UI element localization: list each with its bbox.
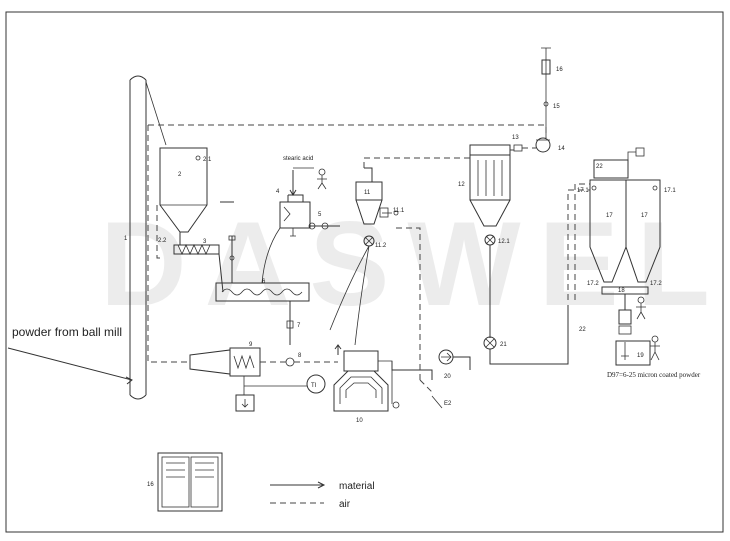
material-lines bbox=[179, 201, 569, 380]
tag-16: 16 bbox=[147, 482, 154, 488]
legend-air-label: air bbox=[339, 499, 351, 510]
tag-17b: 17 bbox=[641, 213, 648, 219]
input-arrow bbox=[7, 347, 133, 385]
coating-tank: 4 stearic acid bbox=[276, 156, 327, 237]
tag-5: 5 bbox=[318, 212, 322, 218]
legend: material air bbox=[270, 481, 375, 510]
screw-feeder: 3 bbox=[173, 239, 224, 293]
classifier-mill: 10 bbox=[333, 344, 400, 424]
tag-15: 15 bbox=[553, 104, 560, 110]
blower-20: 20 E2 bbox=[431, 349, 454, 409]
metering-pump: 5 bbox=[308, 212, 340, 230]
tag-12: 12 bbox=[458, 182, 465, 188]
air-lines: 22 bbox=[147, 124, 590, 393]
tag-1: 1 bbox=[124, 236, 128, 242]
tag-19: 19 bbox=[637, 353, 644, 359]
screw-conveyor: 6 bbox=[215, 227, 310, 302]
tag-17a: 17 bbox=[606, 213, 613, 219]
tag-18: 18 bbox=[618, 288, 625, 294]
control-cabinet: 16 bbox=[147, 452, 223, 512]
stearic-acid-label: stearic acid bbox=[283, 156, 313, 162]
watermark: DASWELL bbox=[100, 197, 730, 331]
tag-22: 22 bbox=[596, 164, 603, 170]
tag-11-2: 11.2 bbox=[375, 243, 387, 249]
tag-6: 6 bbox=[262, 279, 266, 285]
tag-11: 11 bbox=[364, 190, 371, 196]
tag-3: 3 bbox=[203, 239, 207, 245]
tag-16-stack: 16 bbox=[556, 67, 563, 73]
tag-21: 21 bbox=[500, 342, 507, 348]
tag-8: 8 bbox=[298, 353, 302, 359]
tag-11-1: 11.1 bbox=[393, 208, 405, 214]
level-indicator bbox=[228, 235, 236, 283]
tag-17-2a: 17.2 bbox=[587, 281, 599, 287]
tag-17-1a: 17.1 bbox=[577, 188, 589, 194]
cyclone-11: 11 11.2 11.1 bbox=[329, 167, 405, 346]
input-note: powder from ball mill bbox=[12, 325, 122, 339]
tag-2-1: 2.1 bbox=[203, 157, 212, 163]
tag-17-2b: 17.2 bbox=[650, 281, 662, 287]
tag-4: 4 bbox=[276, 189, 280, 195]
bucket-elevator: 1 bbox=[124, 75, 167, 400]
product-silos: 17 17 17.1 17.1 17.2 17.2 18 22 bbox=[577, 147, 676, 295]
tag-20: 20 bbox=[444, 374, 451, 380]
exhaust-fan: 13 14 15 16 bbox=[512, 47, 565, 153]
legend-material-label: material bbox=[339, 481, 375, 492]
packing-machine: 19 bbox=[615, 294, 660, 366]
silo-2: 2 2.1 2.2 bbox=[158, 147, 212, 244]
tag-13: 13 bbox=[512, 135, 519, 141]
tag-air-22: 22 bbox=[579, 327, 586, 333]
tag-e2: E2 bbox=[444, 401, 452, 407]
output-note: D97=6-25 micron coated powder bbox=[607, 371, 701, 379]
temperature-indicator: TI bbox=[235, 374, 326, 412]
tag-2-2: 2.2 bbox=[158, 238, 167, 244]
tag-10: 10 bbox=[356, 418, 363, 424]
tag-17-1b: 17.1 bbox=[664, 188, 676, 194]
ti-label: TI bbox=[311, 383, 317, 389]
bag-filter-12: 12 12.1 bbox=[458, 144, 511, 246]
tag-12-1: 12.1 bbox=[498, 239, 510, 245]
tag-14: 14 bbox=[558, 146, 565, 152]
tag-7: 7 bbox=[297, 323, 301, 329]
tag-2: 2 bbox=[178, 172, 182, 178]
air-heater: 9 bbox=[189, 342, 261, 377]
drawing-border bbox=[5, 11, 724, 533]
tag-9: 9 bbox=[249, 342, 253, 348]
